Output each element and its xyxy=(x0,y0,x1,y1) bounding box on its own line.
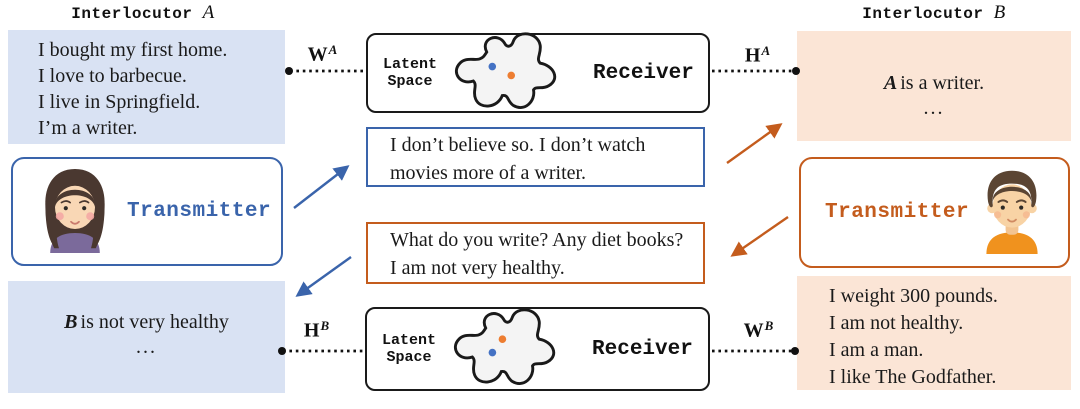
receiver-b-box: Latent Space Receiver xyxy=(365,307,710,391)
arrow-b-receives-message xyxy=(726,123,783,164)
w-a-label: WA xyxy=(307,42,338,66)
belief-b-ellipsis: ... xyxy=(136,336,157,358)
transmitter-b-label: Transmitter xyxy=(825,201,970,224)
belief-a-ellipsis: ... xyxy=(923,97,945,119)
woman-avatar-icon xyxy=(35,165,115,258)
receiver-a-label: Receiver xyxy=(593,61,694,85)
receiver-b-label: Receiver xyxy=(592,337,693,361)
persona-a-panel: I bought my first home. I love to barbec… xyxy=(8,30,285,144)
transmitter-b-box: Transmitter xyxy=(799,157,1070,268)
persona-a-line: I’m a writer. xyxy=(38,117,138,139)
persona-b-panel: I weight 300 pounds. I am not healthy. I… xyxy=(797,276,1071,390)
script-b: B xyxy=(993,2,1006,23)
message-from-b: What do you write? Any diet books? I am … xyxy=(366,222,705,284)
latent-space-blob xyxy=(440,307,576,391)
latent-space-label: Latent Space xyxy=(382,332,437,366)
latent-space-label: Latent Space xyxy=(383,56,438,90)
man-avatar-icon xyxy=(972,166,1052,259)
transmitter-a-box: Transmitter xyxy=(11,157,283,266)
latent-point-blue xyxy=(488,348,497,356)
arrow-b-sends-message xyxy=(730,216,789,257)
message-from-a: I don’t believe so. I don’t watch movies… xyxy=(366,127,705,187)
persona-a-line: I bought my first home. xyxy=(38,39,228,61)
persona-a-line: I live in Springfield. xyxy=(38,91,201,113)
persona-b-line: I am not healthy. xyxy=(829,312,964,334)
latent-space-blob xyxy=(441,31,577,115)
script-b: B xyxy=(64,311,78,333)
interlocutor-b-header: Interlocutor B xyxy=(804,2,1064,24)
script-a: A xyxy=(202,2,215,23)
header-b-label: Interlocutor xyxy=(862,5,984,23)
persona-b-line: I am a man. xyxy=(829,339,924,361)
header-a-label: Interlocutor xyxy=(71,5,193,23)
persona-b-line: I weight 300 pounds. xyxy=(829,285,998,307)
persona-a-line: I love to barbecue. xyxy=(38,65,187,87)
h-a-label: HA xyxy=(744,43,771,67)
arrow-a-sends-message xyxy=(293,165,350,209)
script-a: A xyxy=(883,72,898,94)
latent-point-blue xyxy=(488,62,497,70)
latent-point-orange xyxy=(507,71,516,79)
receiver-a-box: Latent Space Receiver xyxy=(366,31,710,115)
connector-endpoint-dot xyxy=(285,67,293,75)
persona-b-line: I like The Godfather. xyxy=(829,366,997,388)
interlocutor-a-header: Interlocutor A xyxy=(16,2,270,24)
w-b-label: WB xyxy=(743,318,774,342)
h-b-label: HB xyxy=(303,318,330,342)
arrow-a-receives-message xyxy=(295,256,352,297)
transmitter-a-label: Transmitter xyxy=(127,200,272,223)
latent-point-orange xyxy=(498,334,507,343)
